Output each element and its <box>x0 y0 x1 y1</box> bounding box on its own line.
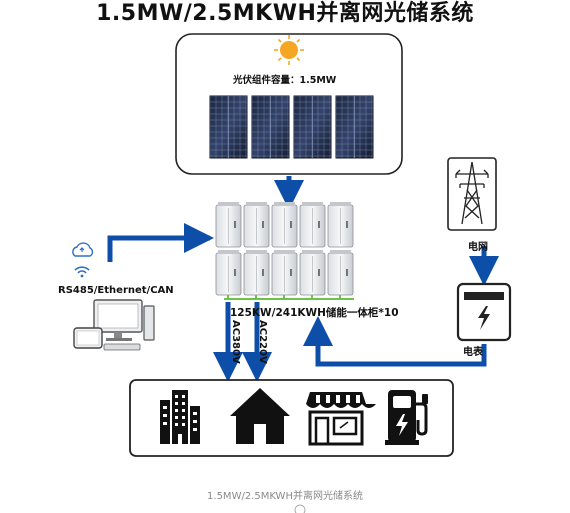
storage-cabinet <box>215 202 242 248</box>
storage-cabinet <box>271 202 298 248</box>
solar-panel <box>335 95 374 159</box>
storage-cabinet-label: 125KW/241KWH储能一体柜*10 <box>230 307 399 319</box>
solar-panel <box>209 95 248 159</box>
office-building-icon <box>160 390 200 444</box>
diagram-title: 1.5MW/2.5MKWH并离网光储系统 <box>96 1 474 26</box>
charging-station-icon <box>385 390 428 445</box>
ac220-label: AC220V <box>257 320 268 364</box>
storage-cabinet <box>243 202 270 248</box>
comm-protocol-label: RS485/Ethernet/CAN <box>58 285 174 296</box>
electric-meter-icon <box>456 282 512 342</box>
computer-icon <box>73 299 155 351</box>
caption-marker <box>294 504 306 513</box>
comm-link-line <box>107 235 210 262</box>
power-tower-icon <box>447 157 497 231</box>
house-icon <box>230 388 290 444</box>
pv-capacity-label: 光伏组件容量：1.5MW <box>233 75 337 86</box>
solar-panel <box>293 95 332 159</box>
load-box <box>129 379 454 457</box>
storage-cabinet <box>215 250 242 296</box>
shop-icon <box>306 392 376 446</box>
figure-caption: 1.5MW/2.5MKWH并离网光储系统 <box>207 491 363 502</box>
storage-cabinet-group <box>215 202 354 299</box>
storage-cabinet <box>299 202 326 248</box>
grid-label: 电网 <box>468 242 488 253</box>
storage-cabinet <box>327 202 354 248</box>
ac380-label: AC380V <box>230 320 241 364</box>
storage-cabinet <box>327 250 354 296</box>
solar-panel <box>251 95 290 159</box>
storage-cabinet <box>299 250 326 296</box>
meter-label: 电表 <box>463 347 483 358</box>
sun-icon <box>274 35 304 65</box>
storage-cabinet <box>271 250 298 296</box>
storage-cabinet <box>243 250 270 296</box>
meter-to-storage-line <box>315 340 487 367</box>
solar-panel-array <box>209 95 374 159</box>
cloud-wifi-icon <box>72 242 94 278</box>
